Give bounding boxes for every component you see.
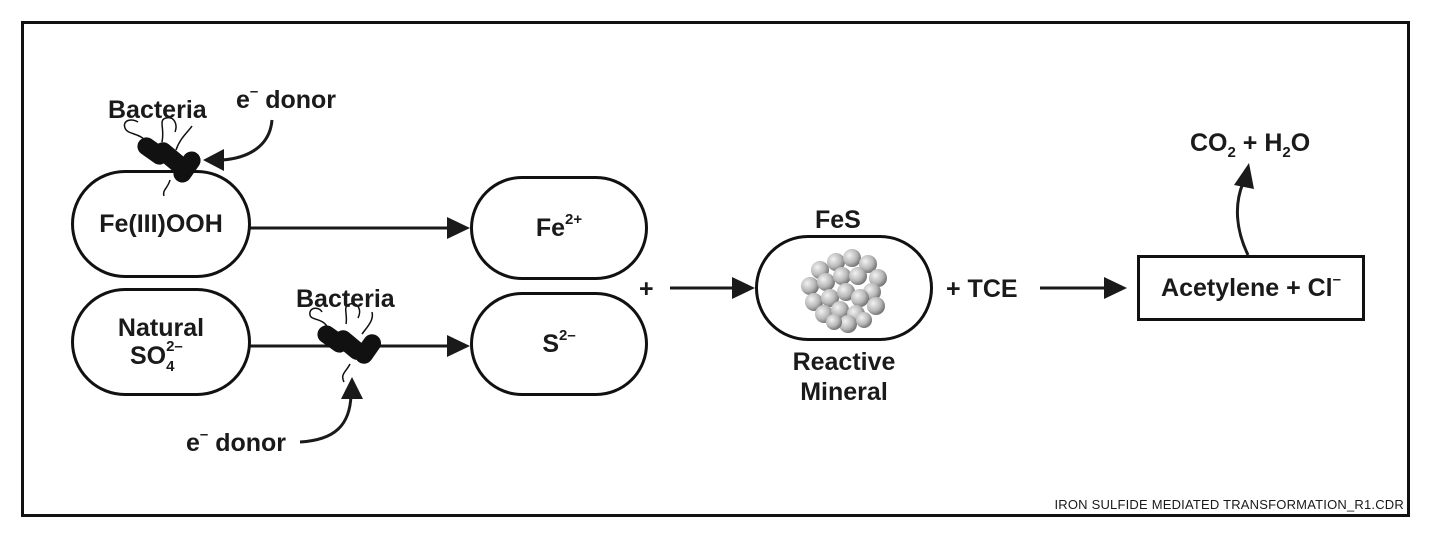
diagram-frame bbox=[21, 21, 1410, 517]
node-s2-label: S2– bbox=[542, 327, 576, 358]
node-fe2-label: Fe2+ bbox=[535, 211, 583, 242]
node-fe2: Fe2+ bbox=[470, 176, 648, 280]
plus-tce-label: + TCE bbox=[946, 275, 1018, 303]
node-feooh: Fe(III)OOH bbox=[71, 170, 251, 278]
arrow-to-fes bbox=[670, 277, 755, 299]
arrow-donor-bottom bbox=[299, 377, 363, 444]
plus-label: + bbox=[639, 275, 654, 303]
reactive-label: Reactive bbox=[792, 348, 896, 376]
arrow-feooh-to-fe2 bbox=[248, 217, 470, 239]
bacteria-top-label: Bacteria bbox=[108, 96, 207, 124]
bacteria-bottom-label: Bacteria bbox=[296, 285, 395, 313]
mineral-label: Mineral bbox=[800, 378, 888, 406]
node-s2: S2– bbox=[470, 292, 648, 396]
bacteria-icon bbox=[309, 302, 382, 383]
donor-top-label: e– donor bbox=[236, 83, 337, 114]
file-name-caption: IRON SULFIDE MEDIATED TRANSFORMATION_R1.… bbox=[1054, 497, 1404, 512]
node-fes bbox=[755, 235, 933, 341]
co2-h2o-label: CO2 + H2O bbox=[1190, 129, 1311, 161]
arrow-donor-top bbox=[203, 119, 274, 171]
node-acetylene: Acetylene + Cl– bbox=[1137, 255, 1365, 321]
node-acetylene-label: Acetylene + Cl– bbox=[1161, 270, 1341, 302]
donor-bottom-label: e– donor bbox=[186, 426, 287, 457]
arrow-to-acetylene bbox=[1040, 277, 1127, 299]
fes-label: FeS bbox=[815, 206, 861, 234]
bacteria-icon bbox=[123, 116, 201, 197]
node-feooh-label: Fe(III)OOH bbox=[99, 210, 223, 238]
node-natural-label: Natural bbox=[117, 314, 205, 342]
arrow-to-co2 bbox=[1234, 163, 1254, 256]
